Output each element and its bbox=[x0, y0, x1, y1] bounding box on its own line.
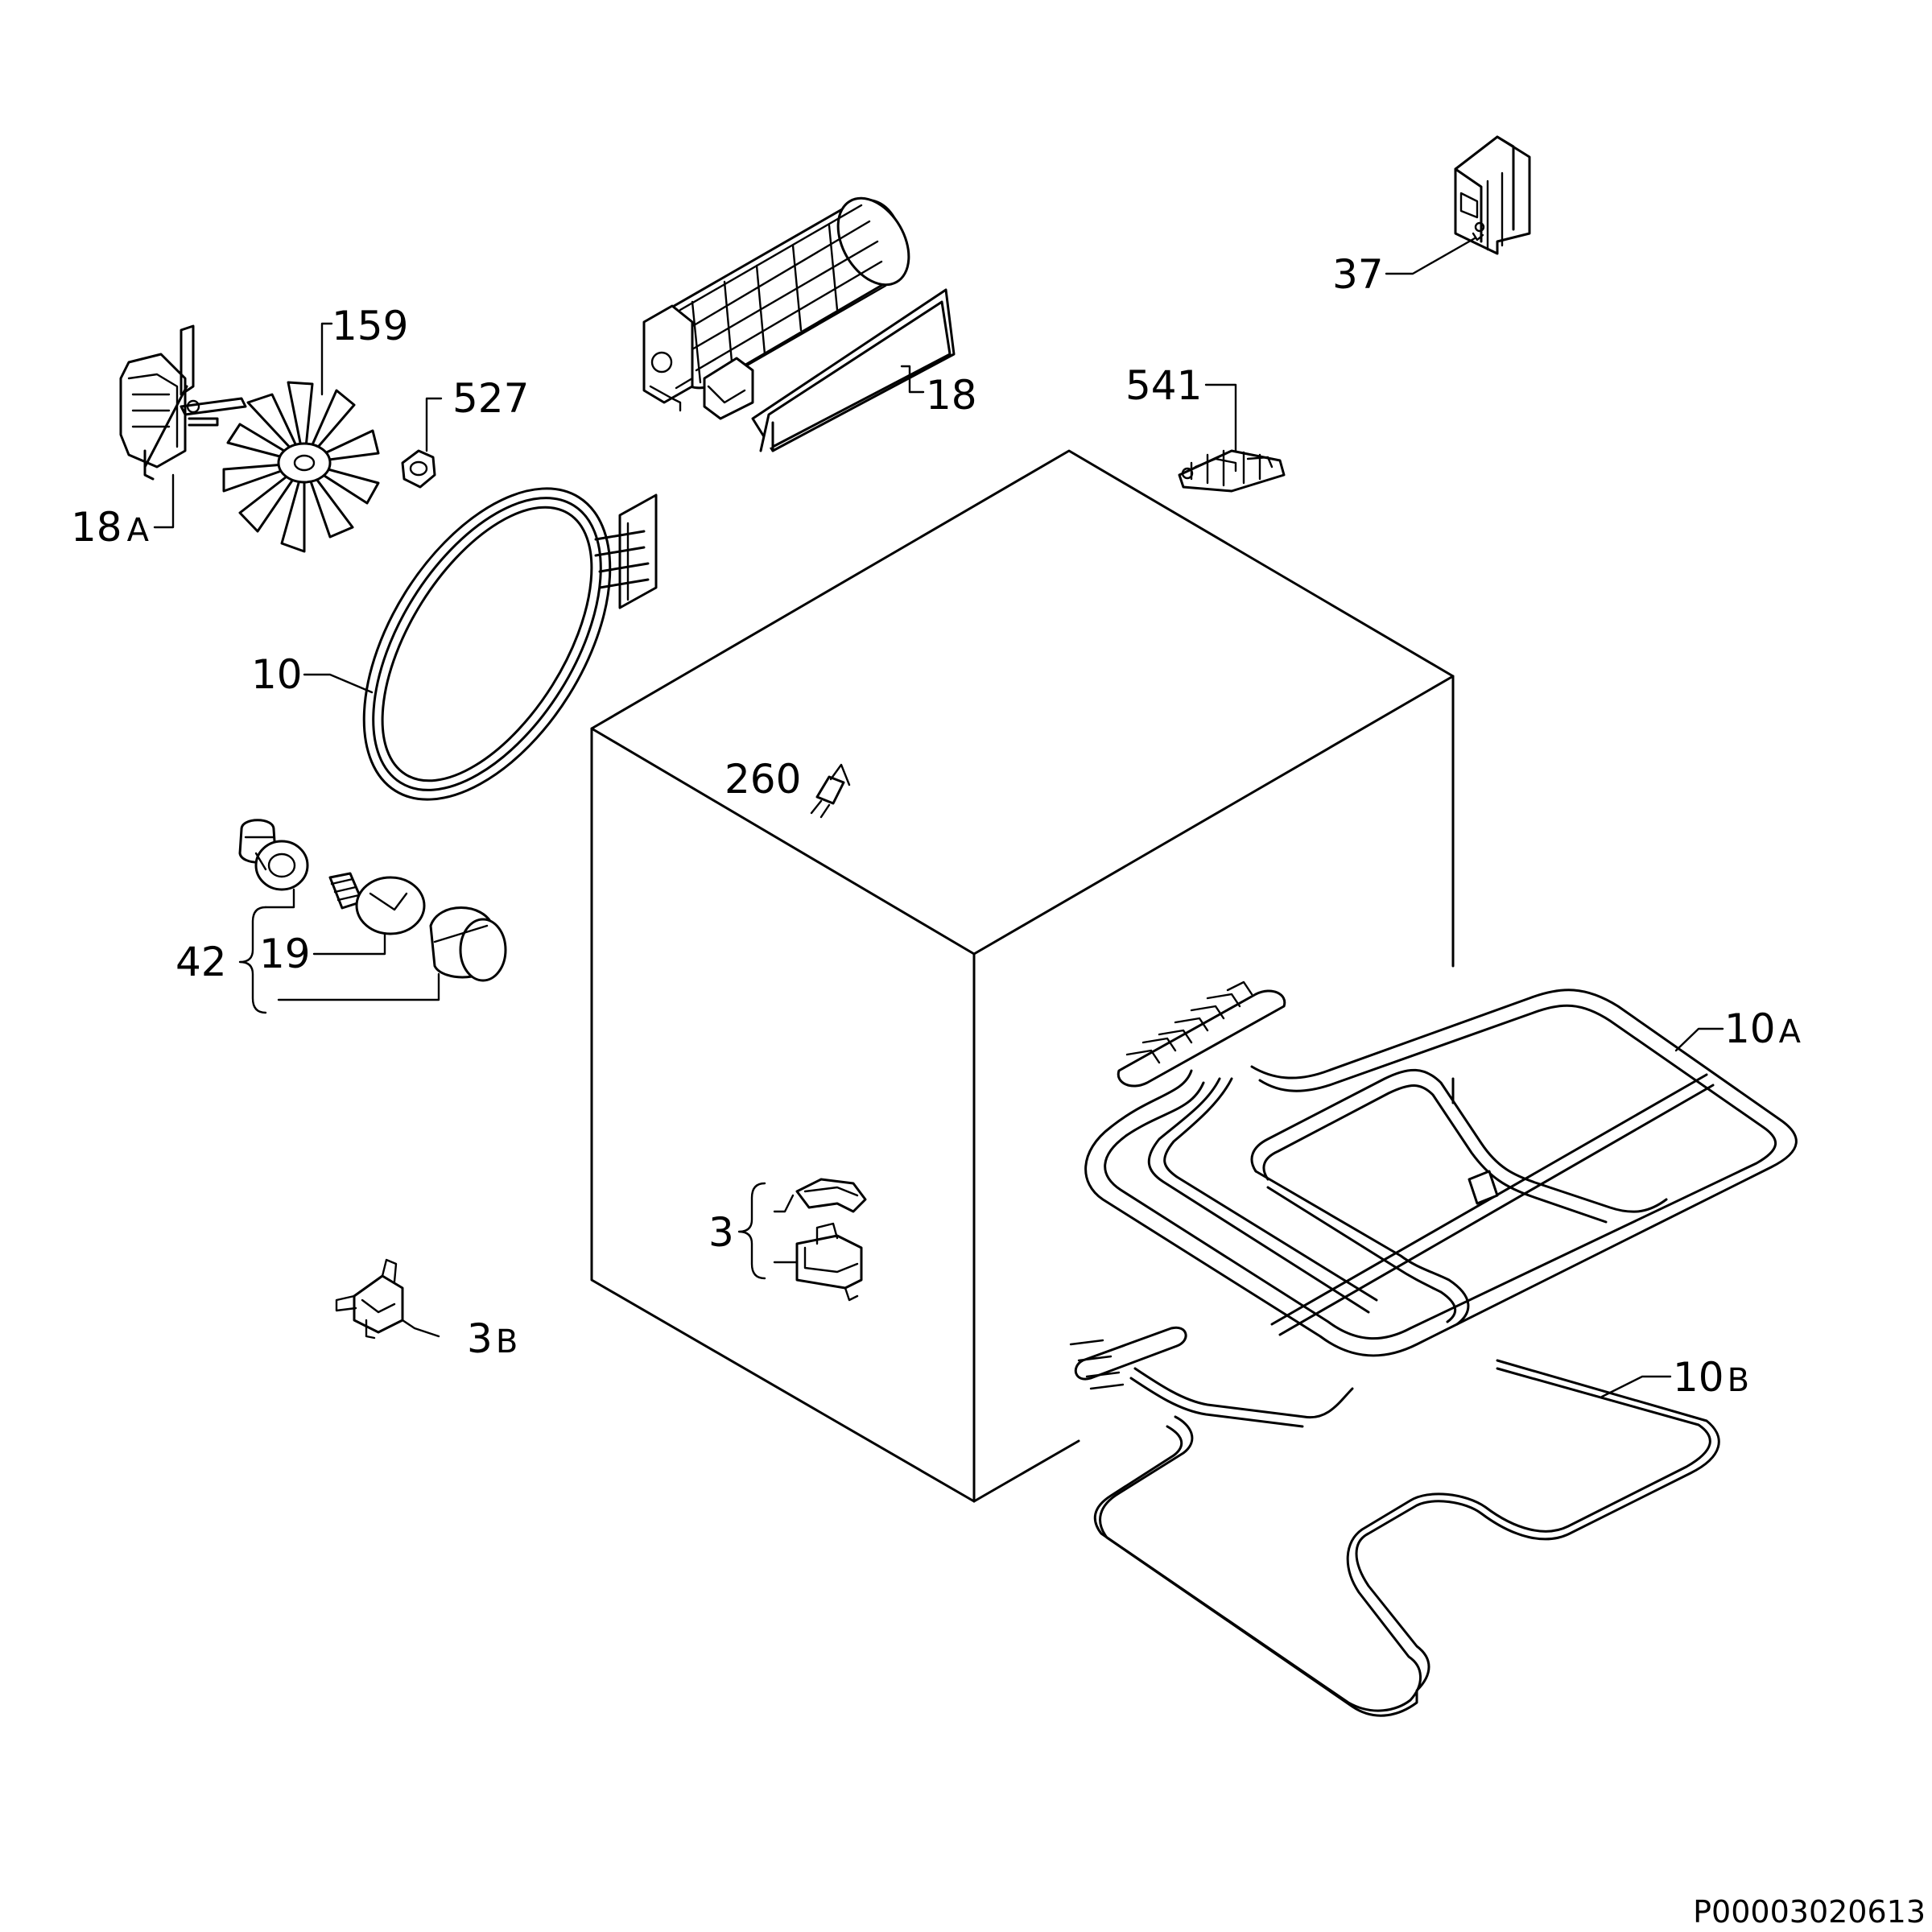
leader-159 bbox=[320, 322, 333, 396]
grill-heating-element-part bbox=[1084, 980, 1798, 1357]
leader-3b bbox=[401, 1319, 440, 1338]
thermal-cutout-part bbox=[795, 1178, 867, 1302]
circular-heating-element-part bbox=[362, 487, 658, 801]
oven-cavity-box bbox=[590, 449, 1455, 1503]
tangential-fan-part bbox=[642, 196, 956, 452]
part-label-19: 19 bbox=[259, 931, 311, 977]
drawing-code: P00003020613 bbox=[1693, 1894, 1926, 1930]
leader-42-bracket bbox=[238, 906, 267, 1014]
bottom-heating-element-part bbox=[1069, 1326, 1720, 1717]
leader-18 bbox=[900, 365, 925, 394]
leader-10b bbox=[1600, 1375, 1672, 1398]
terminal-block-part bbox=[1178, 449, 1286, 493]
leader-42-holder bbox=[264, 888, 295, 909]
part-label-42: 42 bbox=[175, 939, 227, 985]
part-label-18: 18 bbox=[926, 372, 977, 419]
part-label-10: 10 bbox=[251, 651, 303, 698]
leader-37 bbox=[1385, 237, 1476, 275]
nut-part bbox=[401, 449, 436, 489]
part-label-260: 260 bbox=[724, 756, 801, 803]
leader-10 bbox=[303, 673, 374, 694]
door-switch-part bbox=[1454, 135, 1531, 255]
part-label-37: 37 bbox=[1332, 251, 1384, 298]
leader-19 bbox=[312, 932, 386, 956]
leader-42-cover bbox=[277, 972, 440, 1001]
leader-541 bbox=[1204, 383, 1237, 452]
part-label-3: 3 bbox=[708, 1209, 734, 1256]
leader-527 bbox=[425, 397, 443, 452]
part-label-527: 527 bbox=[452, 375, 529, 422]
lamp-assembly-part bbox=[238, 819, 507, 982]
leader-10a bbox=[1674, 1027, 1724, 1052]
fan-motor-part bbox=[119, 324, 247, 481]
leader-3-bracket bbox=[737, 1182, 766, 1280]
fan-blade-part bbox=[222, 381, 380, 553]
leader-3-top bbox=[773, 1194, 795, 1213]
leader-18a bbox=[153, 473, 175, 529]
small-thermostat-part bbox=[335, 1258, 404, 1340]
part-label-541: 541 bbox=[1125, 362, 1202, 409]
part-label-159: 159 bbox=[332, 303, 408, 349]
screw-part bbox=[810, 763, 851, 819]
